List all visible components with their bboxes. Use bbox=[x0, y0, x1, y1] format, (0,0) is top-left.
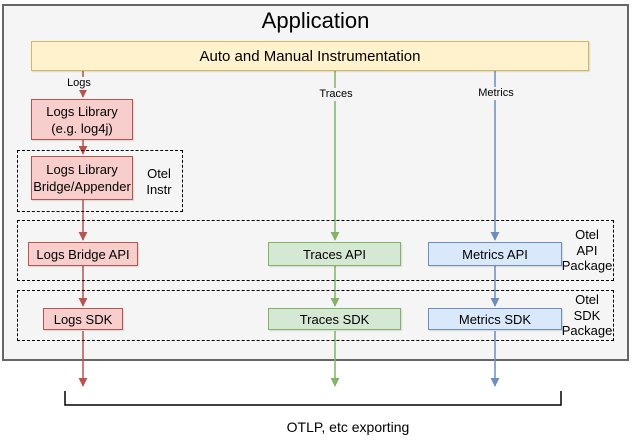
traces-flow-label: Traces bbox=[316, 88, 356, 101]
otel-sdk-label: Otel SDK Package bbox=[561, 292, 613, 338]
otel-sdk-group bbox=[17, 290, 614, 341]
traces-api-box: Traces API bbox=[268, 242, 401, 266]
logs-library-line2: (e.g. log4j) bbox=[51, 120, 113, 136]
otel-instr-group bbox=[17, 150, 183, 212]
export-bracket bbox=[64, 391, 562, 406]
logs-bridge-appender-line2: Bridge/Appender bbox=[33, 179, 131, 194]
logs-bridge-appender-line1: Logs Library bbox=[46, 162, 118, 177]
export-label: OTLP, etc exporting bbox=[286, 419, 410, 435]
traces-sdk-box: Traces SDK bbox=[268, 308, 401, 330]
metrics-sdk-box: Metrics SDK bbox=[428, 308, 562, 330]
logs-bridge-api-box: Logs Bridge API bbox=[28, 242, 138, 266]
otel-api-group bbox=[17, 220, 614, 281]
metrics-api-box: Metrics API bbox=[428, 242, 562, 266]
logs-bridge-appender-box: Logs Library Bridge/Appender bbox=[31, 156, 133, 200]
application-title: Application bbox=[261, 8, 370, 33]
metrics-flow-label: Metrics bbox=[474, 87, 518, 100]
otel-api-label: Otel API Package bbox=[561, 227, 613, 273]
logs-sdk-box: Logs SDK bbox=[43, 308, 123, 330]
logs-library-line1: Logs Library bbox=[46, 103, 118, 119]
logs-library-box: Logs Library (e.g. log4j) bbox=[31, 99, 133, 140]
instrumentation-box: Auto and Manual Instrumentation bbox=[31, 41, 589, 71]
instrumentation-label: Auto and Manual Instrumentation bbox=[199, 47, 421, 65]
logs-flow-label: Logs bbox=[61, 77, 97, 90]
otel-instr-label: Otel Instr bbox=[146, 166, 172, 197]
